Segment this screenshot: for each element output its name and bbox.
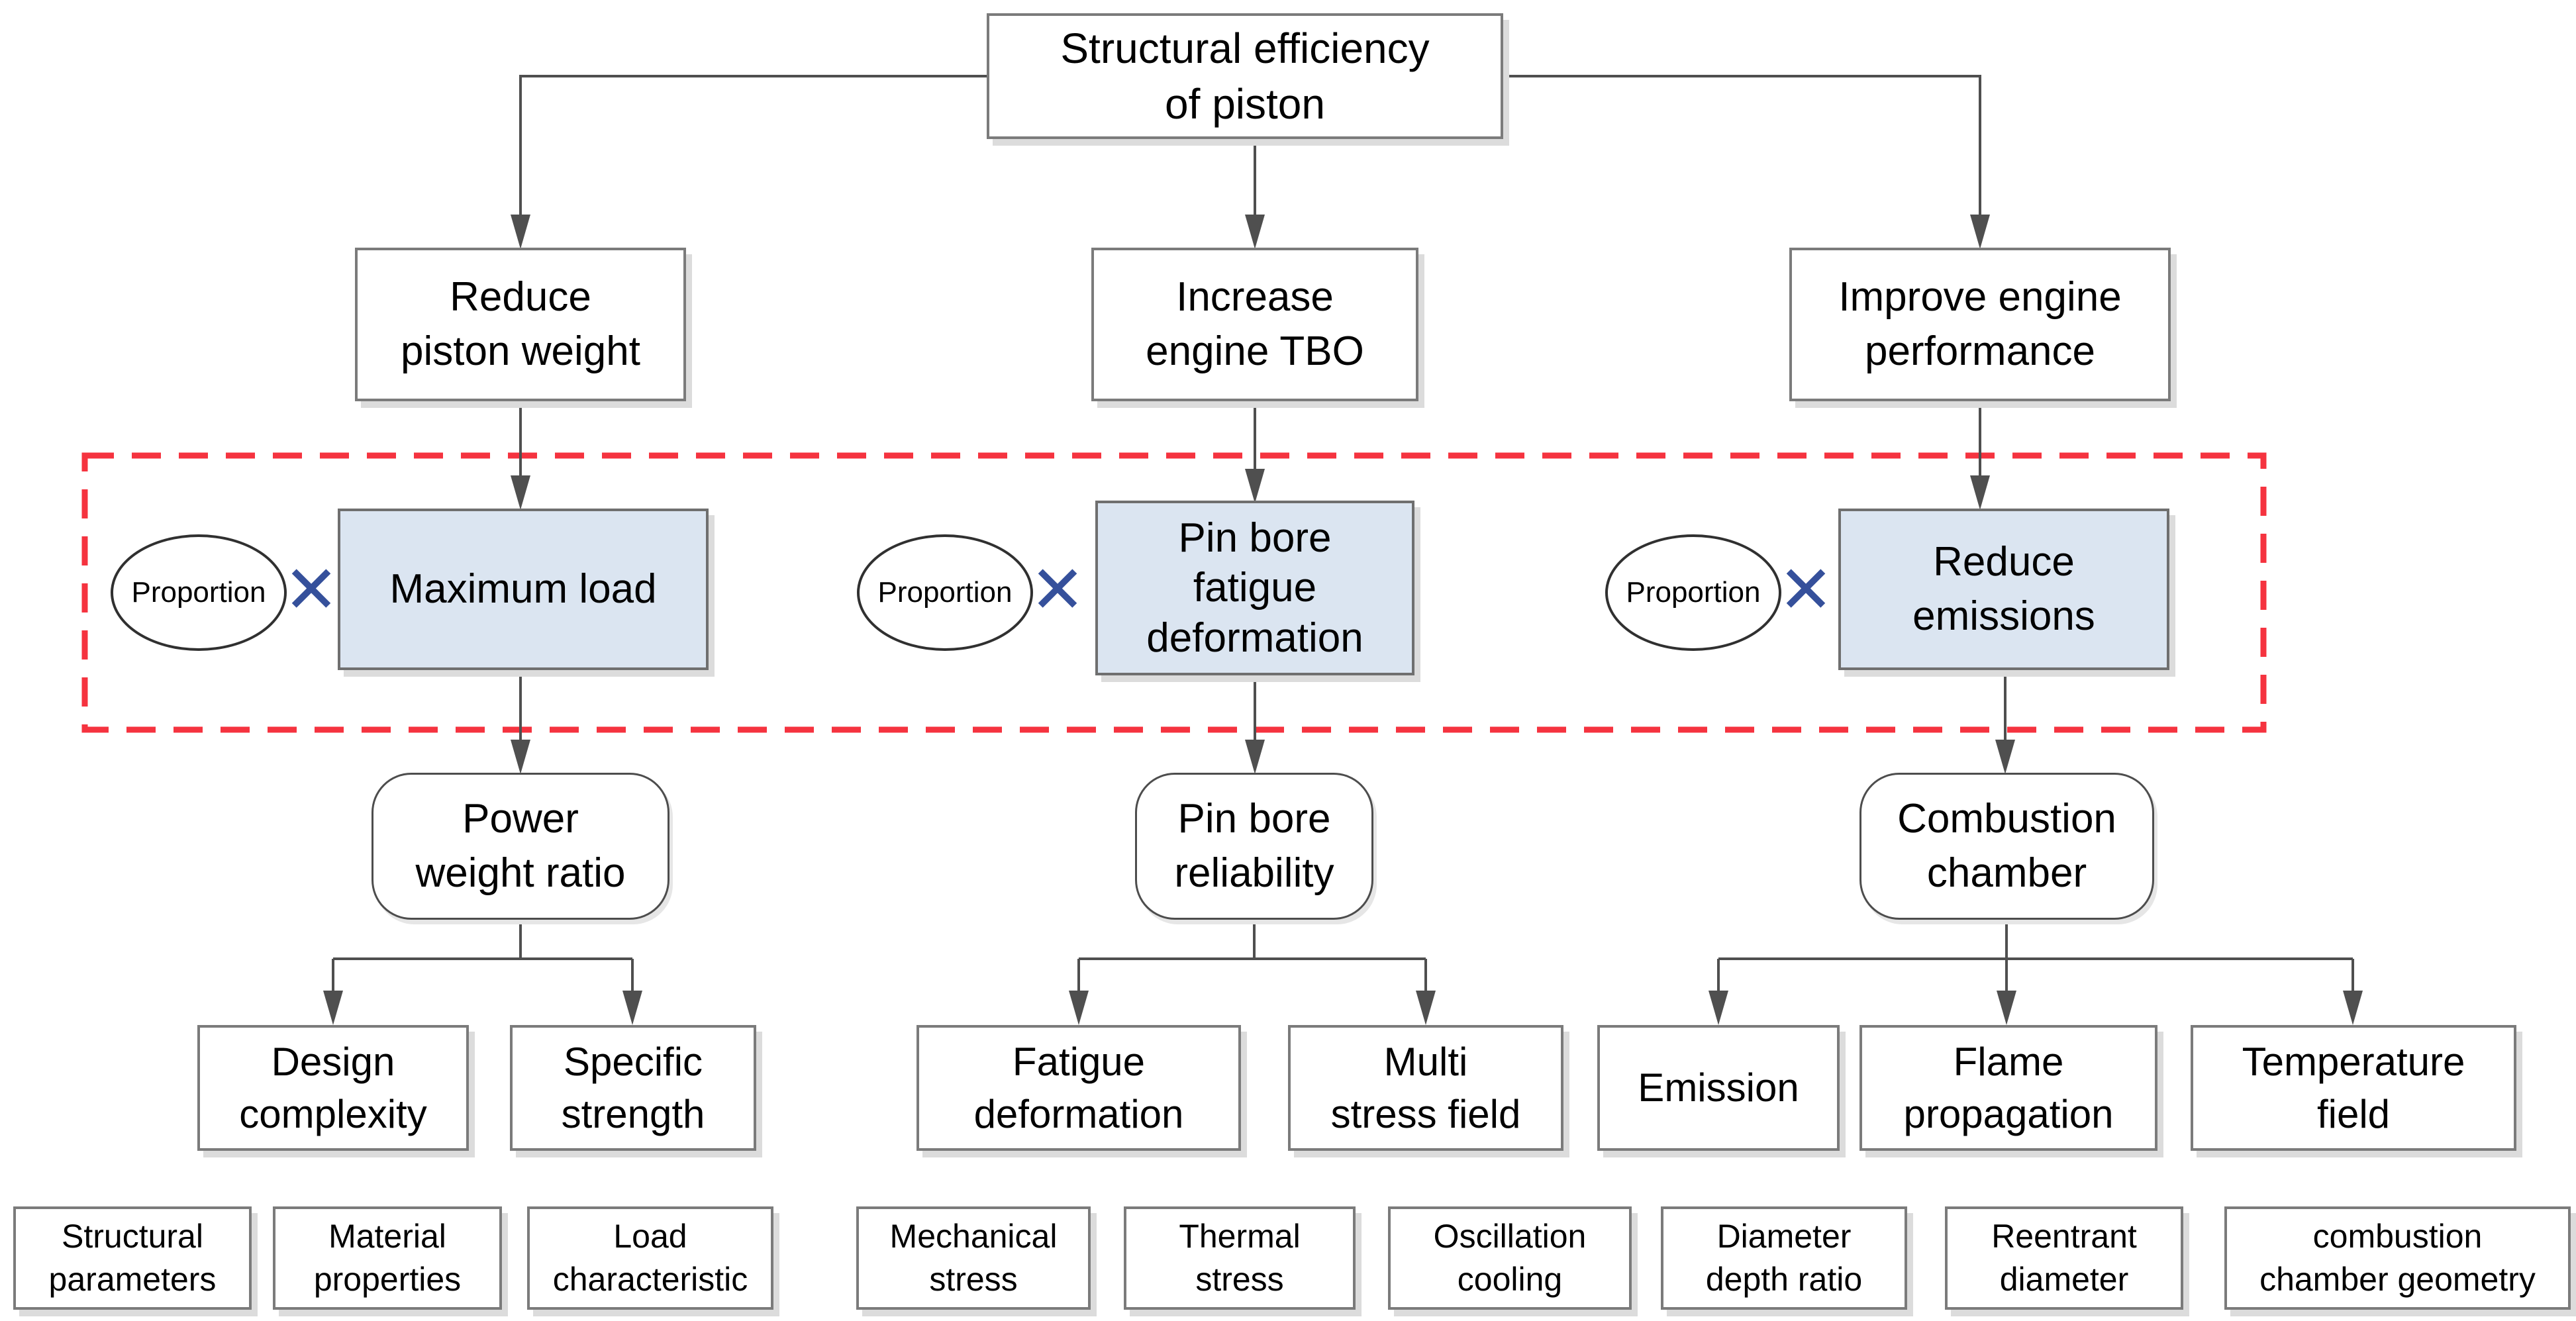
multiply-icon: ✕	[283, 553, 339, 627]
arrowhead-factor7	[2343, 991, 2363, 1025]
arrowhead-goal3	[1970, 215, 1990, 249]
node-diameter-depth-ratio: Diameter depth ratio	[1661, 1206, 1907, 1310]
node-fatigue-deformation: Fatigue deformation	[916, 1025, 1241, 1151]
arrowhead-criterion1	[511, 740, 530, 774]
node-multi-stress-field: Multi stress field	[1288, 1025, 1563, 1151]
connector-title-to-goal1	[519, 75, 987, 215]
arrowhead-criterion3	[1995, 740, 2015, 774]
node-reduce-emissions: Reduce emissions	[1838, 509, 2169, 670]
arrowhead-indicator1	[511, 475, 530, 510]
node-structural-efficiency: Structural efficiency of piston	[987, 13, 1503, 139]
arrowhead-factor3	[1069, 991, 1089, 1025]
arrowhead-goal2	[1245, 215, 1265, 249]
node-design-complexity: Design complexity	[197, 1025, 469, 1151]
node-oscillation-cooling: Oscillation cooling	[1388, 1206, 1632, 1310]
node-combustion-chamber-geometry: combustion chamber geometry	[2224, 1206, 2571, 1310]
proportion-weighting-frame	[81, 452, 2267, 733]
node-pin-bore-fatigue-deformation: Pin bore fatigue deformation	[1095, 501, 1414, 675]
node-pin-bore-reliability: Pin bore reliability	[1135, 773, 1373, 920]
arrowhead-factor5	[1709, 991, 1728, 1025]
connector-lines	[332, 75, 2354, 991]
node-material-properties: Material properties	[273, 1206, 502, 1310]
node-specific-strength: Specific strength	[510, 1025, 756, 1151]
node-structural-parameters: Structural parameters	[13, 1206, 252, 1310]
multiply-icon: ✕	[1778, 553, 1834, 627]
proportion-ellipse-1: Proportion	[111, 534, 287, 651]
node-improve-engine-performance: Improve engine performance	[1789, 248, 2171, 401]
arrowhead-factor2	[622, 991, 642, 1025]
proportion-ellipse-3: Proportion	[1605, 534, 1781, 651]
arrowhead-factor1	[323, 991, 343, 1025]
arrowhead-indicator2	[1245, 469, 1265, 503]
node-increase-engine-tbo: Increase engine TBO	[1091, 248, 1418, 401]
node-temperature-field: Temperature field	[2191, 1025, 2516, 1151]
node-combustion-chamber: Combustion chamber	[1859, 773, 2154, 920]
node-reduce-piston-weight: Reduce piston weight	[355, 248, 686, 401]
arrowhead-factor4	[1416, 991, 1436, 1025]
node-emission: Emission	[1597, 1025, 1840, 1151]
node-power-weight-ratio: Power weight ratio	[372, 773, 669, 920]
arrowheads	[323, 215, 2363, 1025]
proportion-ellipse-2: Proportion	[857, 534, 1033, 651]
node-reentrant-diameter: Reentrant diameter	[1945, 1206, 2183, 1310]
multiply-icon: ✕	[1030, 553, 1085, 627]
node-mechanical-stress: Mechanical stress	[856, 1206, 1091, 1310]
arrowhead-criterion2	[1245, 740, 1265, 774]
node-maximum-load: Maximum load	[338, 509, 709, 670]
arrowhead-goal1	[511, 215, 530, 249]
arrowhead-indicator3	[1970, 475, 1990, 510]
connector-title-to-goal3	[1503, 75, 1981, 215]
node-flame-propagation: Flame propagation	[1859, 1025, 2157, 1151]
node-load-characteristic: Load characteristic	[527, 1206, 773, 1310]
node-thermal-stress: Thermal stress	[1124, 1206, 1356, 1310]
arrowhead-factor6	[1997, 991, 2016, 1025]
